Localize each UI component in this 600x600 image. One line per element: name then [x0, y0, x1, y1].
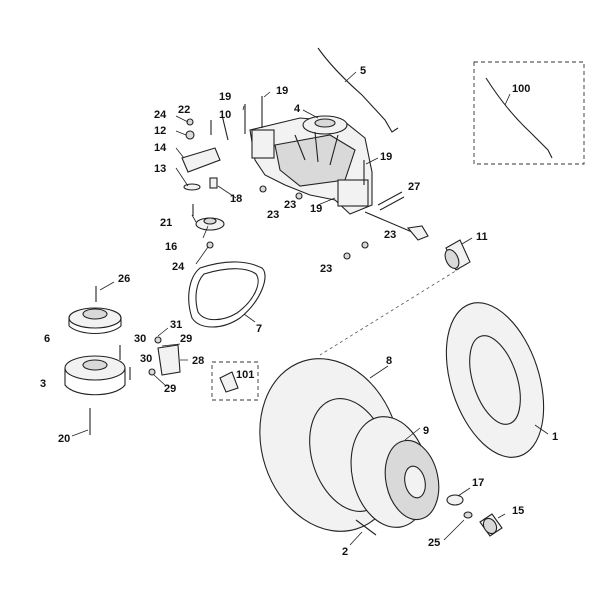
- leader-100: [504, 93, 511, 106]
- part-7-belt-inner: [195, 268, 259, 321]
- callout-23a: 23: [267, 209, 279, 221]
- part-4-transaxle: [249, 115, 373, 215]
- callout-19a: 19: [219, 91, 231, 103]
- callout-29a: 29: [180, 333, 192, 345]
- part-101-fitting: [219, 371, 239, 393]
- part-29-nut: [148, 368, 156, 376]
- part-29-nut-b: [154, 336, 162, 344]
- callout-7: 7: [256, 323, 262, 335]
- part-10-spring: [221, 114, 229, 141]
- callout-11: 11: [476, 231, 488, 243]
- leader-5: [344, 71, 357, 83]
- leader-7: [243, 313, 256, 323]
- part-18-spacer: [209, 177, 218, 189]
- part-11-bushing: [444, 239, 471, 271]
- part-17-washer: [446, 494, 464, 506]
- callout-17: 17: [472, 477, 484, 489]
- part-9-rim: [350, 416, 440, 528]
- callout-3: 3: [40, 378, 46, 390]
- leaders-19: [263, 91, 379, 206]
- axle-bracket: [406, 225, 429, 241]
- callout-15: 15: [512, 505, 524, 517]
- part-3-clutch: [64, 355, 126, 396]
- part-13-washer: [183, 183, 201, 191]
- callout-29b: 29: [164, 383, 176, 395]
- callout-24a: 24: [154, 109, 167, 121]
- part-27-pin: [377, 191, 405, 211]
- callout-16: 16: [165, 241, 177, 253]
- axle-shaft: [364, 211, 413, 233]
- callout-23b: 23: [284, 199, 296, 211]
- callout-25: 25: [428, 537, 440, 549]
- callout-19b: 19: [276, 85, 288, 97]
- part-100-rod: [485, 77, 553, 159]
- callout-10: 10: [219, 109, 231, 121]
- leader-4: [302, 109, 319, 119]
- callout-28: 28: [192, 355, 204, 367]
- callout-21: 21: [160, 217, 172, 229]
- callout-100: 100: [512, 83, 530, 95]
- callout-31: 31: [170, 319, 182, 331]
- callout-8: 8: [386, 355, 392, 367]
- callout-19d: 19: [310, 203, 322, 215]
- callout-23c: 23: [384, 229, 396, 241]
- callout-30a: 30: [134, 333, 146, 345]
- callout-101: 101: [236, 369, 254, 381]
- callout-2: 2: [342, 546, 348, 558]
- callout-27: 27: [408, 181, 420, 193]
- callout-30b: 30: [140, 353, 152, 365]
- leaders-small: [443, 487, 506, 541]
- callout-19c: 19: [380, 151, 392, 163]
- idler-leaders: [175, 105, 245, 265]
- part-5-rod: [317, 47, 399, 133]
- leaders-8-9: [369, 365, 421, 441]
- part-1-tube: [445, 302, 545, 458]
- part-28-bracket: [157, 344, 181, 376]
- callout-24b: 24: [172, 261, 185, 273]
- callout-22: 22: [178, 104, 190, 116]
- part-14-arm: [181, 147, 221, 173]
- callout-6: 6: [44, 333, 50, 345]
- part-22-nut: [186, 118, 194, 126]
- callout-12: 12: [154, 125, 166, 137]
- part-12-nut: [185, 130, 195, 140]
- part-6-pulley: [68, 307, 122, 335]
- callout-20: 20: [58, 433, 70, 445]
- part-23-nut-a: [259, 185, 267, 193]
- callout-9: 9: [423, 425, 429, 437]
- leader-1: [534, 424, 549, 435]
- callout-18: 18: [230, 193, 242, 205]
- callout-14: 14: [154, 142, 167, 154]
- callout-13: 13: [154, 163, 166, 175]
- callout-4: 4: [294, 103, 301, 115]
- leader-2: [349, 531, 363, 546]
- part-7-belt: [188, 261, 266, 328]
- leader-20: [71, 429, 89, 437]
- callout-26: 26: [118, 273, 130, 285]
- part-25-clip: [463, 511, 473, 519]
- part-23-nut-d: [343, 252, 351, 260]
- leader-26: [99, 281, 115, 291]
- part-23-nut-c: [361, 241, 369, 249]
- part-2-valve: [355, 519, 377, 536]
- callout-5: 5: [360, 65, 366, 77]
- callout-1: 1: [552, 431, 558, 443]
- leader-11: [461, 237, 473, 245]
- part-15-cap: [479, 513, 503, 537]
- part-23-nut-b: [295, 192, 303, 200]
- inset-box-100: [473, 61, 585, 165]
- part-24-nut-b: [206, 241, 214, 249]
- callout-23d: 23: [320, 263, 332, 275]
- part-16-pulley: [195, 217, 225, 231]
- inset-box-101: [211, 361, 259, 401]
- bracket-leaders: [153, 327, 188, 387]
